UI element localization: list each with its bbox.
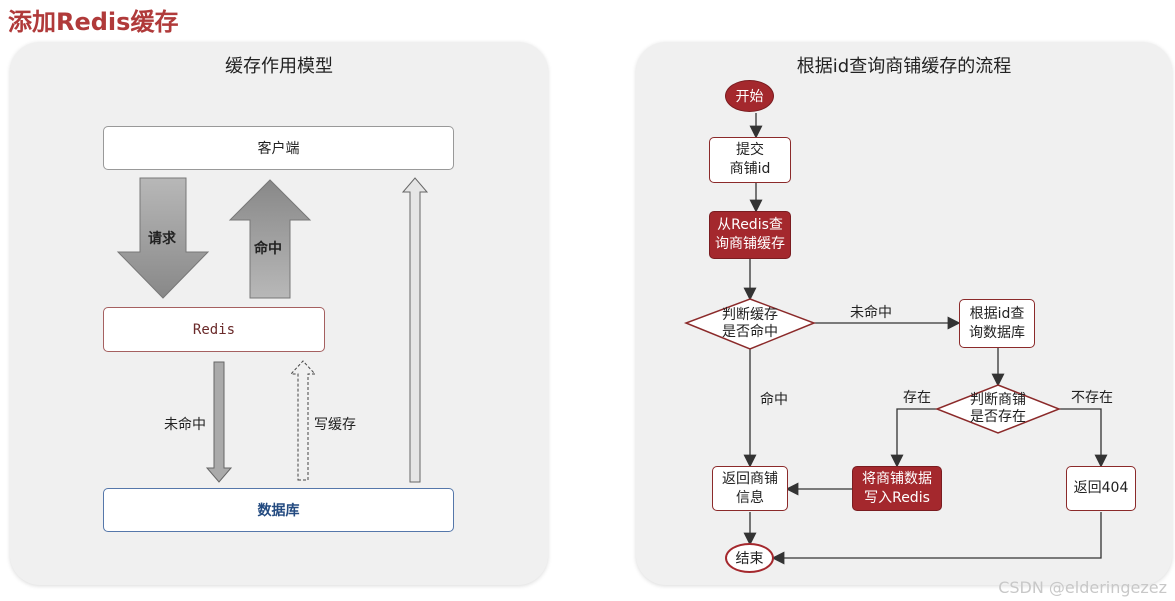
watermark: CSDN @elderingezez [998, 578, 1167, 597]
judge-shop-diamond [934, 384, 1062, 434]
shop-cache-flow-title: 根据id查询商铺缓存的流程 [796, 56, 1012, 77]
miss-arrow [205, 361, 233, 483]
write-cache-arrow [289, 360, 317, 481]
query-db-box: 根据id查 询数据库 [959, 299, 1035, 348]
start-node: 开始 [725, 80, 774, 112]
slide-title: 添加Redis缓存 [8, 8, 179, 36]
cache-miss-label: 未命中 [850, 305, 892, 321]
response-arrow [401, 177, 429, 483]
client-box: 客户端 [103, 126, 454, 170]
return-shop-info-box: 返回商铺 信息 [712, 466, 788, 511]
judge-cache-diamond [683, 298, 817, 350]
write-redis-box: 将商铺数据 写入Redis [852, 466, 942, 511]
end-node: 结束 [725, 543, 774, 573]
redis-box: Redis [103, 307, 325, 352]
request-label: 请求 [148, 231, 176, 247]
cache-hit-label: 命中 [760, 392, 788, 408]
database-box: 数据库 [103, 488, 454, 532]
hit-label: 命中 [254, 241, 282, 257]
judge-cache-text: 判断缓存 是否命中 [722, 307, 778, 340]
cache-model-title: 缓存作用模型 [225, 56, 333, 77]
hit-arrow [228, 179, 312, 299]
judge-shop-text: 判断商铺 是否存在 [970, 392, 1026, 425]
miss-label: 未命中 [164, 417, 206, 433]
write-cache-label: 写缓存 [314, 417, 356, 433]
return-404-box: 返回404 [1066, 466, 1136, 511]
not-exists-label: 不存在 [1071, 390, 1113, 406]
submit-shop-id-box: 提交 商铺id [709, 137, 791, 183]
query-redis-box: 从Redis查 询商铺缓存 [709, 211, 791, 259]
request-arrow [116, 177, 210, 299]
exists-label: 存在 [903, 390, 931, 406]
